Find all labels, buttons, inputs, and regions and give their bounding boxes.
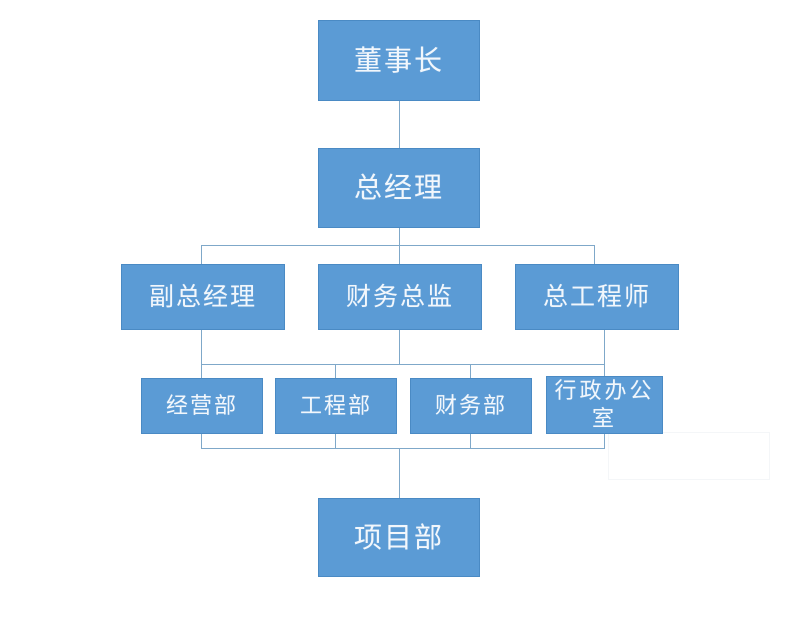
node-cfo[interactable]: 财务总监 bbox=[318, 264, 482, 330]
node-chief-engineer-label: 总工程师 bbox=[542, 283, 651, 311]
connector-ops-dept-down-stub bbox=[201, 434, 202, 448]
node-general-manager[interactable]: 总经理 bbox=[318, 148, 480, 228]
connector-chief-engineer-down-stub bbox=[604, 330, 605, 364]
connector-level3-bus bbox=[201, 245, 595, 246]
node-engineering-department-label: 工程部 bbox=[299, 392, 372, 418]
node-deputy-general-manager[interactable]: 副总经理 bbox=[121, 264, 285, 330]
connector-eng-dept-down-stub bbox=[335, 434, 336, 448]
node-chairman[interactable]: 董事长 bbox=[318, 20, 480, 101]
connector-chairman-to-gm bbox=[399, 101, 400, 148]
connector-gm-down-stub bbox=[399, 228, 400, 264]
node-cfo-label: 财务总监 bbox=[345, 283, 454, 311]
node-project-department-label: 项目部 bbox=[353, 521, 444, 553]
node-engineering-department[interactable]: 工程部 bbox=[275, 378, 397, 434]
connector-bus-to-eng-dept bbox=[335, 364, 336, 378]
connector-bus-to-project-dept bbox=[399, 448, 400, 498]
background-artifact bbox=[608, 432, 770, 480]
connector-bus-to-chief-engineer bbox=[594, 245, 595, 264]
node-finance-department-label: 财务部 bbox=[434, 392, 507, 418]
connector-level4-bus bbox=[201, 364, 605, 365]
node-general-manager-label: 总经理 bbox=[353, 172, 444, 204]
node-deputy-general-manager-label: 副总经理 bbox=[148, 283, 257, 311]
connector-cfo-down-stub bbox=[399, 330, 400, 364]
node-administrative-office-label: 行政办公室 bbox=[554, 377, 655, 431]
node-operations-department-label: 经营部 bbox=[165, 392, 238, 418]
node-chairman-label: 董事长 bbox=[353, 44, 444, 76]
connector-bus-to-finance-dept bbox=[470, 364, 471, 378]
connector-bus-to-ops-dept bbox=[201, 364, 202, 378]
node-administrative-office[interactable]: 行政办公室 bbox=[546, 376, 663, 434]
node-operations-department[interactable]: 经营部 bbox=[141, 378, 263, 434]
connector-bus-to-deputy-gm bbox=[201, 245, 202, 264]
connector-finance-dept-down-stub bbox=[470, 434, 471, 448]
connector-admin-office-down-stub bbox=[604, 434, 605, 448]
connector-deputy-gm-down-stub bbox=[201, 330, 202, 364]
connector-bus-to-admin-office bbox=[604, 364, 605, 376]
node-project-department[interactable]: 项目部 bbox=[318, 498, 480, 577]
connector-project-bus bbox=[201, 448, 605, 449]
node-finance-department[interactable]: 财务部 bbox=[410, 378, 532, 434]
node-chief-engineer[interactable]: 总工程师 bbox=[515, 264, 679, 330]
